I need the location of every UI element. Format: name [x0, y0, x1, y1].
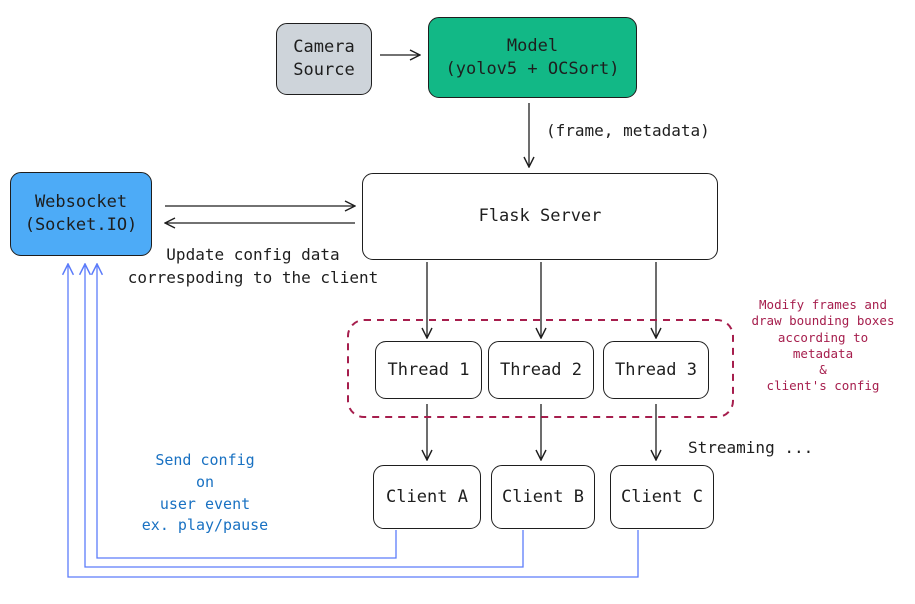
client-a-feedback-line: [97, 264, 397, 559]
client-c-feedback-line: [68, 264, 639, 578]
websocket-node: Websocket (Socket.IO): [10, 172, 152, 256]
camera-source-label: Camera Source: [293, 37, 355, 80]
thread-2-node: Thread 2: [488, 341, 594, 399]
frame-metadata-annotation: (frame, metadata): [546, 121, 710, 140]
client-a-label: Client A: [386, 486, 468, 507]
modify-frames-annotation: Modify frames and draw bounding boxes ac…: [751, 297, 895, 394]
model-node: Model (yolov5 + OCSort): [428, 17, 637, 98]
thread-1-node: Thread 1: [375, 341, 482, 399]
streaming-annotation: Streaming ...: [688, 438, 814, 457]
client-b-node: Client B: [491, 465, 595, 529]
update-config-annotation: Update config data correspoding to the c…: [127, 245, 379, 288]
camera-source-node: Camera Source: [276, 23, 372, 95]
websocket-label: Websocket (Socket.IO): [24, 192, 138, 235]
client-c-node: Client C: [610, 465, 714, 529]
thread-3-node: Thread 3: [603, 341, 709, 399]
client-b-label: Client B: [502, 486, 584, 507]
thread-2-label: Thread 2: [500, 359, 582, 380]
client-c-label: Client C: [621, 486, 703, 507]
thread-3-label: Thread 3: [615, 359, 697, 380]
send-config-annotation: Send config on user event ex. play/pause: [141, 451, 269, 535]
flask-server-label: Flask Server: [478, 206, 602, 227]
flask-server-node: Flask Server: [362, 173, 718, 260]
thread-1-label: Thread 1: [387, 359, 470, 380]
model-label: Model (yolov5 + OCSort): [445, 35, 620, 79]
client-b-feedback-line: [85, 264, 524, 568]
client-a-node: Client A: [373, 465, 481, 529]
